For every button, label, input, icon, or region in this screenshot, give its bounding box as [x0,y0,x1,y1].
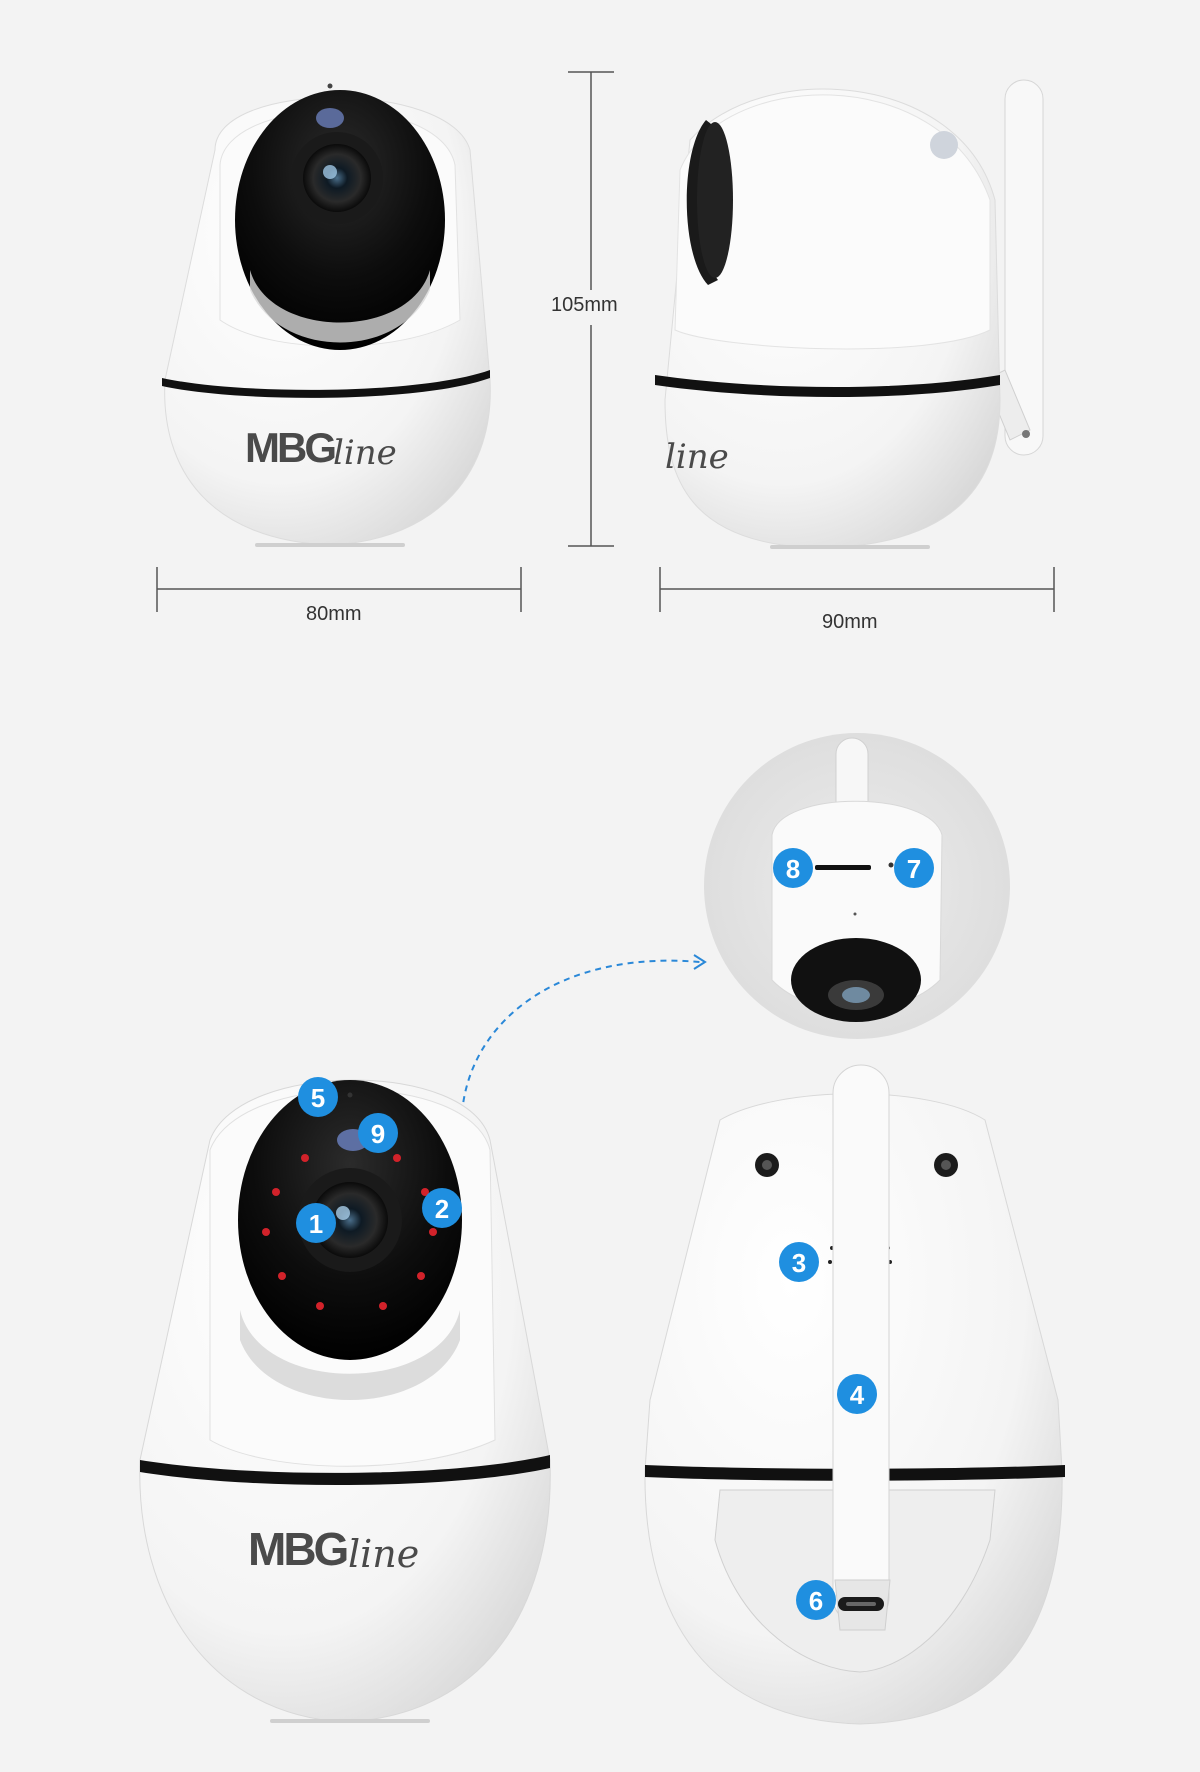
callout-2[interactable]: 2 [422,1188,462,1228]
height-dimension [568,71,614,547]
side-view-camera: line [655,79,1044,549]
height-dimension-label: 105mm [551,294,618,316]
callout-5[interactable]: 5 [298,1077,338,1117]
side-brand-suffix: line [665,437,729,477]
closeup-brand-suffix: line [348,1532,419,1576]
brand-suffix: line [333,433,397,473]
brand-mark: MBG [245,424,335,471]
callout-8-label: 8 [786,854,800,884]
callout-4-label: 4 [850,1380,865,1410]
callout-7[interactable]: 7 [894,848,934,888]
top-detail-view [704,733,1010,1039]
side-depth-dimension-label: 90mm [822,611,878,633]
callout-6[interactable]: 6 [796,1580,836,1620]
magnify-arrow [458,954,707,1121]
callout-9[interactable]: 9 [358,1113,398,1153]
front-closeup-camera: MBG line [139,1079,551,1723]
side-depth-dimension [659,567,1055,612]
front-width-dimension-label: 80mm [306,603,362,625]
closeup-brand-mark: MBG [248,1523,347,1575]
front-view-camera: MBG line [162,83,491,547]
front-width-dimension [156,567,522,612]
callout-9-label: 9 [371,1119,385,1149]
callout-3[interactable]: 3 [779,1242,819,1282]
callout-6-label: 6 [809,1586,823,1616]
callout-3-label: 3 [792,1248,806,1278]
callout-4[interactable]: 4 [837,1374,877,1414]
callout-2-label: 2 [435,1194,449,1224]
callout-7-label: 7 [907,854,921,884]
callout-8[interactable]: 8 [773,848,813,888]
callout-5-label: 5 [311,1083,325,1113]
callout-1[interactable]: 1 [296,1203,336,1243]
ir-led-ring [262,1154,437,1310]
callout-1-label: 1 [309,1209,323,1239]
